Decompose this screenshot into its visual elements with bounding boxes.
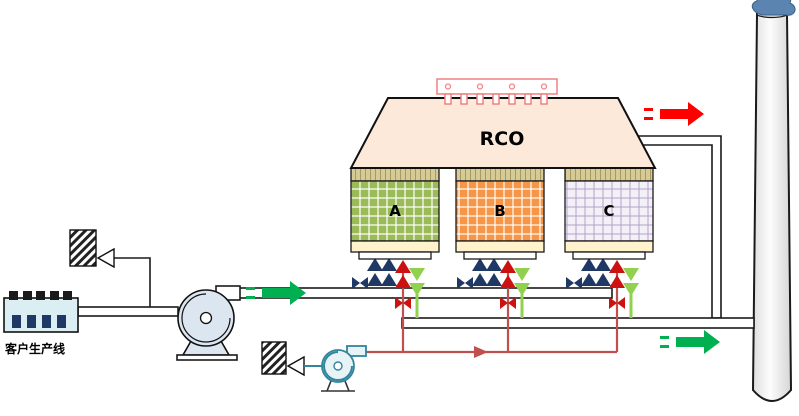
chamber-c-valve-group — [566, 258, 639, 318]
purge-flow-arrowhead — [474, 346, 488, 358]
chamber-b-valve-group — [457, 258, 530, 318]
chamber-c-label: C — [603, 202, 614, 220]
purge-damper-icon — [261, 341, 305, 377]
exhaust-stack-icon — [751, 9, 793, 402]
damper-funnel — [96, 247, 115, 269]
outlet-duct — [401, 317, 755, 329]
fresh-air-line — [114, 257, 151, 307]
bypass-flow-arrow — [644, 102, 704, 126]
production-line-label: 客户生产线 — [4, 341, 65, 356]
chamber-c: C — [564, 167, 654, 260]
outlet-flow-arrow — [660, 330, 720, 354]
chamber-a-label: A — [389, 202, 401, 220]
smoke-icon — [751, 0, 796, 16]
outlet-arrow-c — [623, 268, 639, 296]
inlet-arrow-b-2 — [486, 258, 502, 286]
purge-fan-icon — [321, 345, 367, 392]
purge-damper-funnel — [286, 355, 305, 377]
inlet-arrow-b-1 — [472, 258, 488, 286]
chamber-a: A — [350, 167, 440, 260]
chamber-b-label: B — [494, 202, 505, 220]
production-line-building-icon — [3, 291, 79, 333]
burner-icon — [436, 78, 558, 105]
fresh-air-damper-icon — [69, 229, 115, 269]
purge-damper-hatch — [261, 341, 287, 375]
rco-label: RCO — [480, 128, 525, 150]
building-to-fan-pipe — [77, 306, 179, 317]
damper-hatch — [69, 229, 97, 267]
main-fan-icon — [176, 285, 241, 361]
chamber-a-valve-group — [352, 258, 425, 318]
inlet-arrow-c-2 — [595, 258, 611, 286]
inlet-arrow-a-2 — [381, 258, 397, 286]
chamber-b: B — [455, 167, 545, 260]
inlet-arrow-a-1 — [367, 258, 383, 286]
rco-oxidizer: RCO — [349, 97, 657, 169]
inlet-arrow-c-1 — [581, 258, 597, 286]
